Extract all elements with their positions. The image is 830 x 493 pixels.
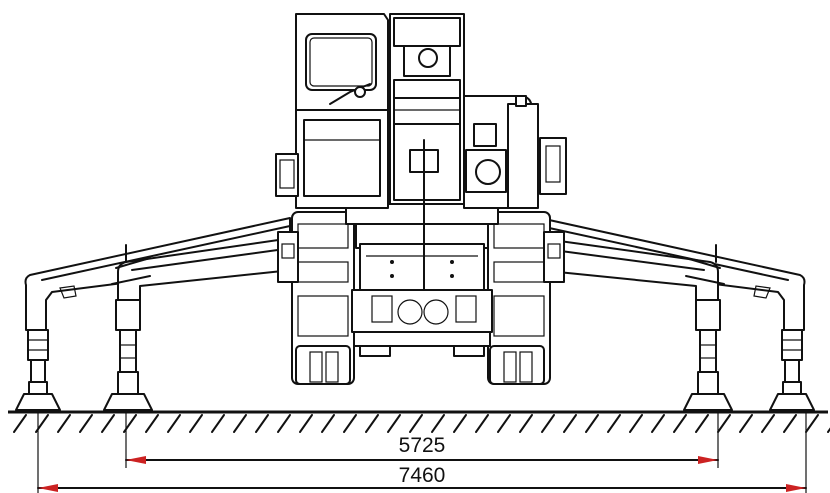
ground-hatch-mark bbox=[651, 414, 665, 433]
ground-hatch-mark bbox=[79, 414, 93, 433]
left-inner-outrigger bbox=[103, 237, 293, 411]
ground-hatch-mark bbox=[585, 414, 599, 433]
arrow-left-outer bbox=[38, 484, 58, 492]
ground-hatch-mark bbox=[299, 414, 313, 433]
inner-span-label: 5725 bbox=[399, 434, 446, 457]
arrow-right-outer bbox=[786, 484, 806, 492]
ground-hatch-mark bbox=[717, 414, 731, 433]
ground bbox=[8, 410, 830, 433]
ground-hatch-mark bbox=[145, 414, 159, 433]
ground-hatch-mark bbox=[475, 414, 489, 433]
arrow-left-inner bbox=[126, 456, 146, 464]
ground-hatch-mark bbox=[497, 414, 511, 433]
outer-span-label: 7460 bbox=[399, 464, 446, 487]
ground-hatch-mark bbox=[563, 414, 577, 433]
ground-hatch-mark bbox=[431, 414, 445, 433]
ground-hatch-mark bbox=[233, 414, 247, 433]
ground-hatch-mark bbox=[57, 414, 71, 433]
ground-hatch-mark bbox=[365, 414, 379, 433]
ground-hatch-mark bbox=[255, 414, 269, 433]
dimension-outer: 7460 bbox=[37, 412, 807, 493]
ground-hatch-mark bbox=[101, 414, 115, 433]
dimension-inner: 5725 bbox=[125, 412, 719, 468]
ground-hatch-mark bbox=[13, 414, 27, 433]
ground-hatch-mark bbox=[761, 414, 775, 433]
right-inner-outrigger bbox=[537, 237, 733, 411]
ground-hatch-mark bbox=[211, 414, 225, 433]
upper-structure bbox=[275, 13, 567, 291]
ground-hatch-mark bbox=[541, 414, 555, 433]
ground-hatch-mark bbox=[607, 414, 621, 433]
ground-hatch-mark bbox=[167, 414, 181, 433]
arrow-right-inner bbox=[698, 456, 718, 464]
ground-hatch-mark bbox=[409, 414, 423, 433]
ground-hatch-mark bbox=[519, 414, 533, 433]
ground-hatch-mark bbox=[739, 414, 753, 433]
ground-hatch-mark bbox=[453, 414, 467, 433]
ground-hatch-mark bbox=[629, 414, 643, 433]
ground-hatch-mark bbox=[783, 414, 797, 433]
ground-hatch-mark bbox=[189, 414, 203, 433]
ground-hatch-mark bbox=[277, 414, 291, 433]
chassis bbox=[277, 203, 565, 385]
ground-hatch-mark bbox=[695, 414, 709, 433]
ground-hatch-mark bbox=[343, 414, 357, 433]
ground-hatch-mark bbox=[387, 414, 401, 433]
ground-hatch-mark bbox=[673, 414, 687, 433]
ground-hatch-mark bbox=[805, 414, 819, 433]
ground-hatch-mark bbox=[321, 414, 335, 433]
